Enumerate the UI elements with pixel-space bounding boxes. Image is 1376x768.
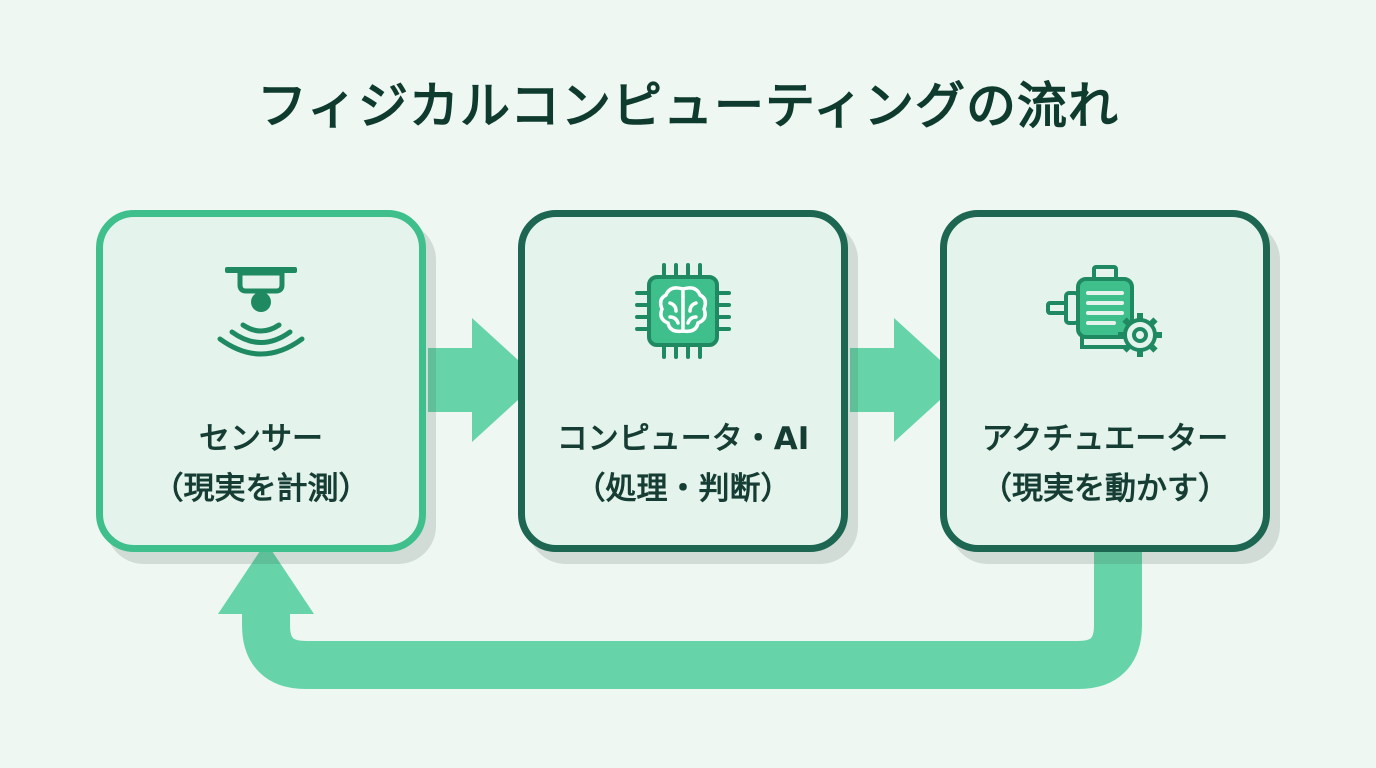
arrow-sensor-to-computer	[428, 318, 540, 442]
motor-gear-icon	[1046, 265, 1162, 357]
step-actuator-description: （現実を動かす）	[981, 471, 1229, 507]
ai-chip-icon	[635, 263, 731, 359]
feedback-loop-arrow	[242, 552, 1142, 689]
step-computer-ai: コンピュータ・AI （処理・判断）	[518, 210, 848, 552]
step-actuator-name: アクチュエーター	[981, 421, 1229, 457]
arrow-computer-to-actuator	[850, 318, 962, 442]
diagram-title: フィジカルコンピューティングの流れ	[257, 77, 1119, 135]
feedback-arrowhead	[218, 542, 314, 614]
step-sensor-description: （現実を計測）	[152, 471, 370, 507]
step-sensor-name: センサー	[199, 421, 323, 457]
step-computer-ai-description: （処理・判断）	[574, 471, 792, 507]
step-computer-ai-name: コンピュータ・AI	[556, 421, 810, 457]
sensor-icon	[217, 267, 305, 357]
step-actuator: アクチュエーター （現実を動かす）	[940, 210, 1270, 552]
step-sensor: センサー （現実を計測）	[96, 210, 426, 552]
